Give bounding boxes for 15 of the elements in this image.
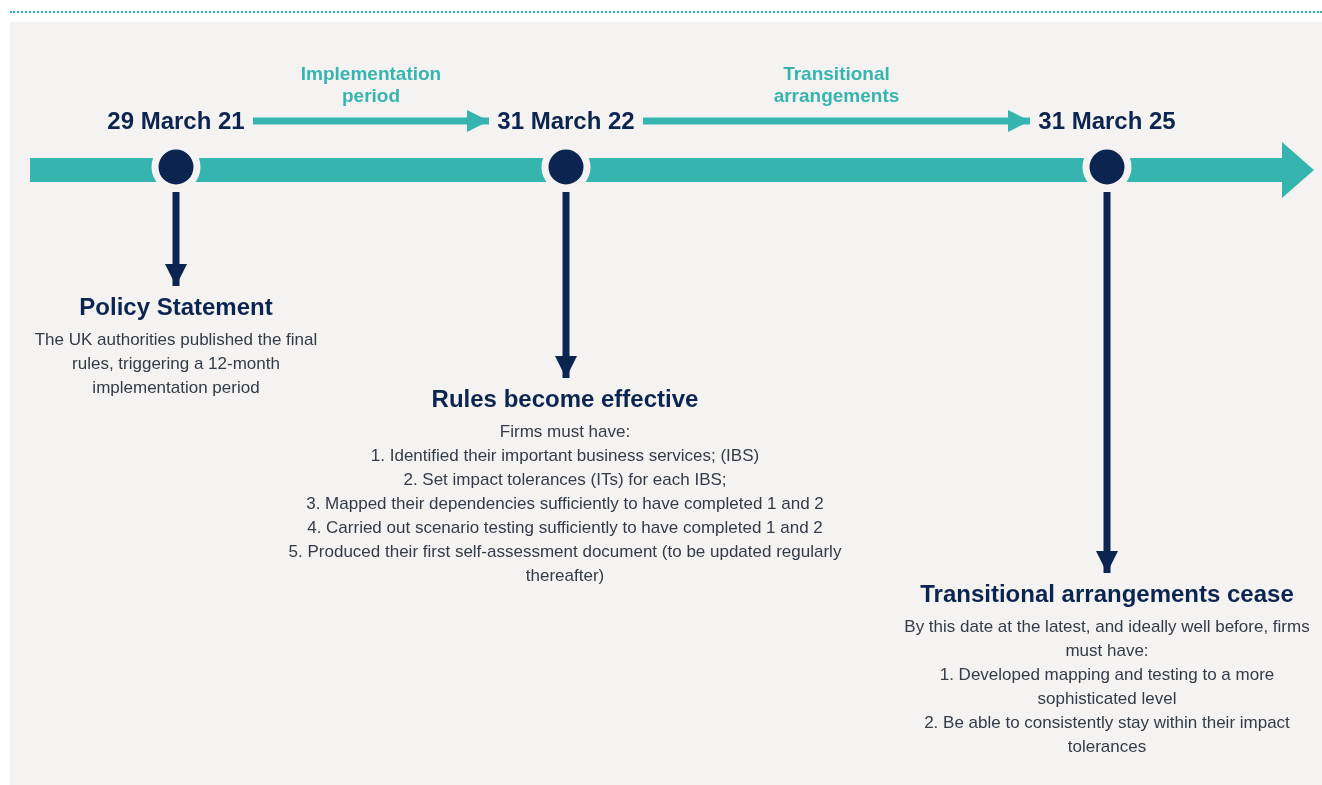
list-item: 2. Set impact tolerances (ITs) for each IBS;	[402, 469, 728, 491]
date-label: 31 March 22	[496, 106, 636, 136]
heading: Transitional arrangements cease	[919, 579, 1295, 609]
description: By this date at the latest, and ideally well before, firms must have:	[903, 616, 1311, 662]
list-item: 1. Identified their important business services; (IBS)	[369, 445, 761, 467]
date-label: 29 March 21	[106, 106, 246, 136]
list-item: 5. Produced their first self-assessment document (to be updated regularly thereafter)	[287, 541, 843, 587]
heading: Policy Statement	[78, 292, 274, 322]
description: Firms must have:	[498, 421, 632, 443]
list-item: 4. Carried out scenario testing sufficiently to have completed 1 and 2	[306, 517, 824, 539]
list-item: 1. Developed mapping and testing to a more sophisticated level	[938, 664, 1276, 710]
description: The UK authorities published the final rules, triggering a 12-month implementation period	[33, 329, 319, 399]
date-label: 31 March 25	[1037, 106, 1177, 136]
list-item: 2. Be able to consistently stay within their impact tolerances	[923, 712, 1291, 758]
list-item: 3. Mapped their dependencies sufficiently to have completed 1 and 2	[305, 493, 825, 515]
